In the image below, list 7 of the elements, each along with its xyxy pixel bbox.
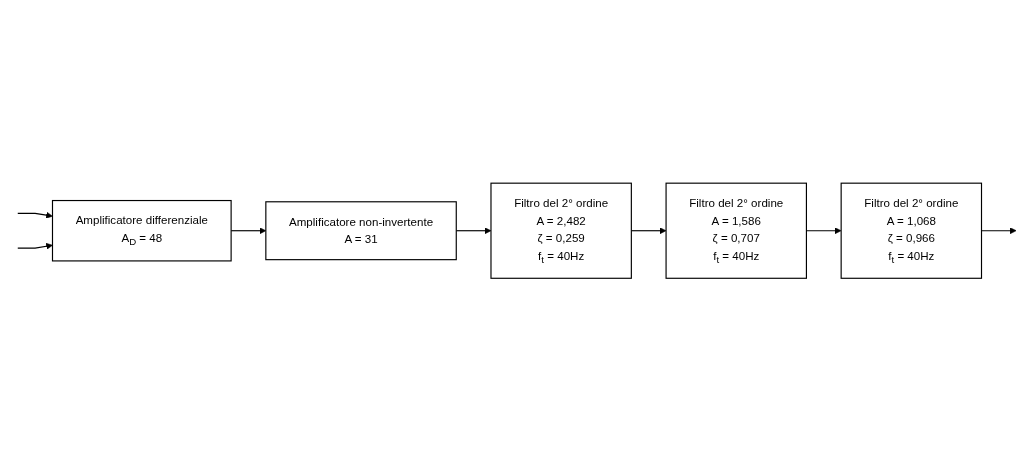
node-box: Amplificatore differenziale A$_{D}$ = 48 [51, 199, 232, 262]
node-box: Amplificatore non-invertente A = 31 [265, 201, 457, 260]
node-box: Filtro del 2° ordine A = 1,068 ζ = 0,966 f$_{t}$ = 40Hz [840, 182, 983, 279]
arrow [17, 242, 53, 250]
arrow [17, 211, 53, 219]
node-box: Filtro del 2° ordine A = 1,586 ζ = 0,707 f$_{t}$ = 40Hz [665, 182, 807, 279]
node-box: Filtro del 2° ordine A = 2,482 ζ = 0,259 f$_{t}$ = 40Hz [490, 182, 632, 279]
